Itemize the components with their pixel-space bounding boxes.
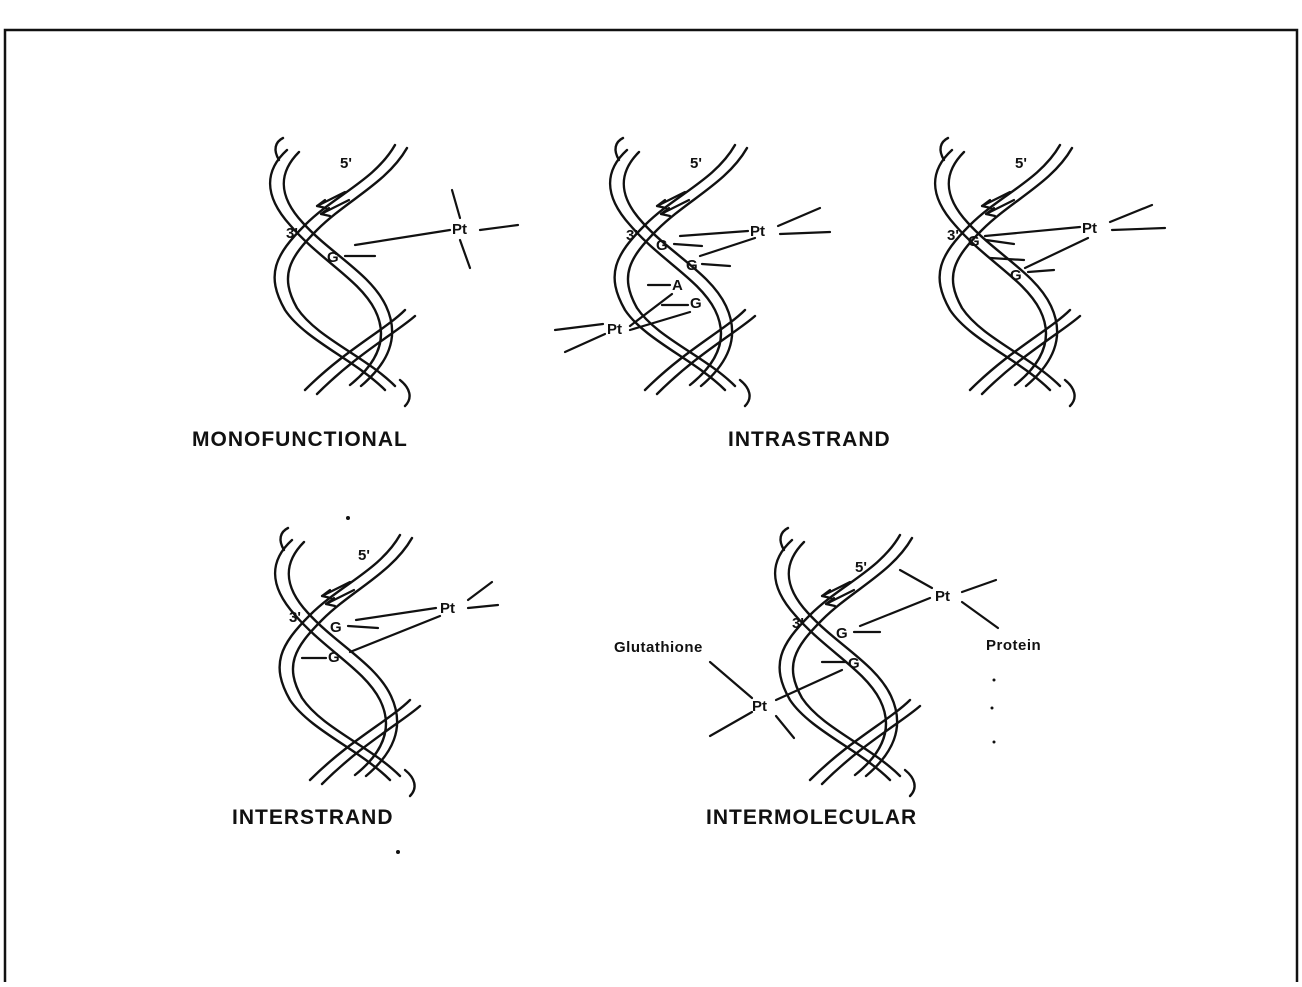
pt-ligand xyxy=(468,582,492,600)
five-prime-label: 5' xyxy=(358,547,370,564)
panel-interstrand: 5' 3' G G Pt INTERSTRAND xyxy=(232,516,498,854)
pt-glutathione-bond xyxy=(710,662,752,698)
panel-intrastrand-right: 5' 3' G G Pt INTRASTRAND xyxy=(728,138,1165,451)
pt-ligand xyxy=(565,334,605,352)
pt-g-bond xyxy=(860,598,930,626)
guanine-label: G xyxy=(328,649,340,666)
guanine-label: G xyxy=(327,249,339,266)
glutathione-label: Glutathione xyxy=(614,639,703,656)
adenine-label: A xyxy=(672,277,683,294)
pt-ligand xyxy=(900,570,932,588)
pt-g-bond xyxy=(1025,238,1088,268)
platinum-label: Pt xyxy=(452,221,467,238)
guanine-label: G xyxy=(1010,267,1022,284)
pt-ligand xyxy=(778,208,820,226)
pt-g-bond xyxy=(630,312,690,330)
dna-helix-intrastrand-2 xyxy=(935,138,1080,406)
pt-ligand xyxy=(555,324,603,330)
three-prime-label: 3' xyxy=(792,615,804,632)
pt-g-bond xyxy=(355,230,450,245)
base-tick xyxy=(348,626,378,628)
caption-intermolecular: INTERMOLECULAR xyxy=(706,806,917,829)
pt-g-bond xyxy=(680,231,748,236)
panel-intermolecular: 5' 3' G G Pt Protein Glutathione Pt INTE… xyxy=(614,528,1041,829)
guanine-label: G xyxy=(968,233,980,250)
pt-ligand-up xyxy=(452,190,460,218)
pt-ligand xyxy=(962,580,996,592)
platinum-label: Pt xyxy=(750,223,765,240)
three-prime-label: 3' xyxy=(289,609,301,626)
five-prime-label: 5' xyxy=(690,155,702,172)
pt-g-bond xyxy=(776,670,842,700)
pt-ligand-down xyxy=(460,240,470,268)
platinum-label: Pt xyxy=(752,698,767,715)
speck xyxy=(991,707,994,710)
pt-ligand-right xyxy=(480,225,518,230)
caption-monofunctional: MONOFUNCTIONAL xyxy=(192,428,408,451)
speck xyxy=(396,850,400,854)
five-prime-label: 5' xyxy=(855,559,867,576)
caption-interstrand: INTERSTRAND xyxy=(232,806,394,829)
platinum-label: Pt xyxy=(607,321,622,338)
pt-g-bond xyxy=(985,227,1080,236)
pt-ligand xyxy=(776,716,794,738)
base-tick xyxy=(990,258,1024,260)
guanine-label: G xyxy=(330,619,342,636)
guanine-label: G xyxy=(686,257,698,274)
caption-intrastrand: INTRASTRAND xyxy=(728,428,891,451)
five-prime-label: 5' xyxy=(1015,155,1027,172)
dna-helix-monofunctional xyxy=(270,138,415,406)
platinum-label: Pt xyxy=(440,600,455,617)
panel-monofunctional: 5' 3' G Pt MONOFUNCTIONAL xyxy=(192,138,518,451)
five-prime-label: 5' xyxy=(340,155,352,172)
figure-frame xyxy=(5,30,1297,982)
three-prime-label: 3' xyxy=(286,225,298,242)
dna-helix-interstrand xyxy=(275,528,420,796)
guanine-label: G xyxy=(848,655,860,672)
pt-g-bond xyxy=(700,238,755,256)
pt-g-bond xyxy=(350,616,440,652)
pt-g-bond xyxy=(356,608,436,620)
pt-ligand xyxy=(780,232,830,234)
pt-a-bond xyxy=(630,294,672,326)
pt-ligand xyxy=(710,712,752,736)
speck xyxy=(993,679,996,682)
base-tick xyxy=(702,264,730,266)
protein-label: Protein xyxy=(986,637,1041,654)
pt-ligand xyxy=(468,605,498,608)
platinum-label: Pt xyxy=(1082,220,1097,237)
three-prime-label: 3' xyxy=(626,227,638,244)
speck xyxy=(993,741,996,744)
guanine-label: G xyxy=(656,237,668,254)
pt-ligand xyxy=(1112,228,1165,230)
base-tick xyxy=(1028,270,1054,272)
guanine-label: G xyxy=(690,295,702,312)
base-tick xyxy=(674,244,702,246)
pt-ligand xyxy=(1110,205,1152,222)
guanine-label: G xyxy=(836,625,848,642)
three-prime-label: 3' xyxy=(947,227,959,244)
speck xyxy=(346,516,350,520)
pt-protein-bond xyxy=(962,602,998,628)
panel-intrastrand-left: 5' 3' G G Pt A G Pt xyxy=(555,138,830,406)
dna-helix-intrastrand-1 xyxy=(610,138,755,406)
platinum-label: Pt xyxy=(935,588,950,605)
